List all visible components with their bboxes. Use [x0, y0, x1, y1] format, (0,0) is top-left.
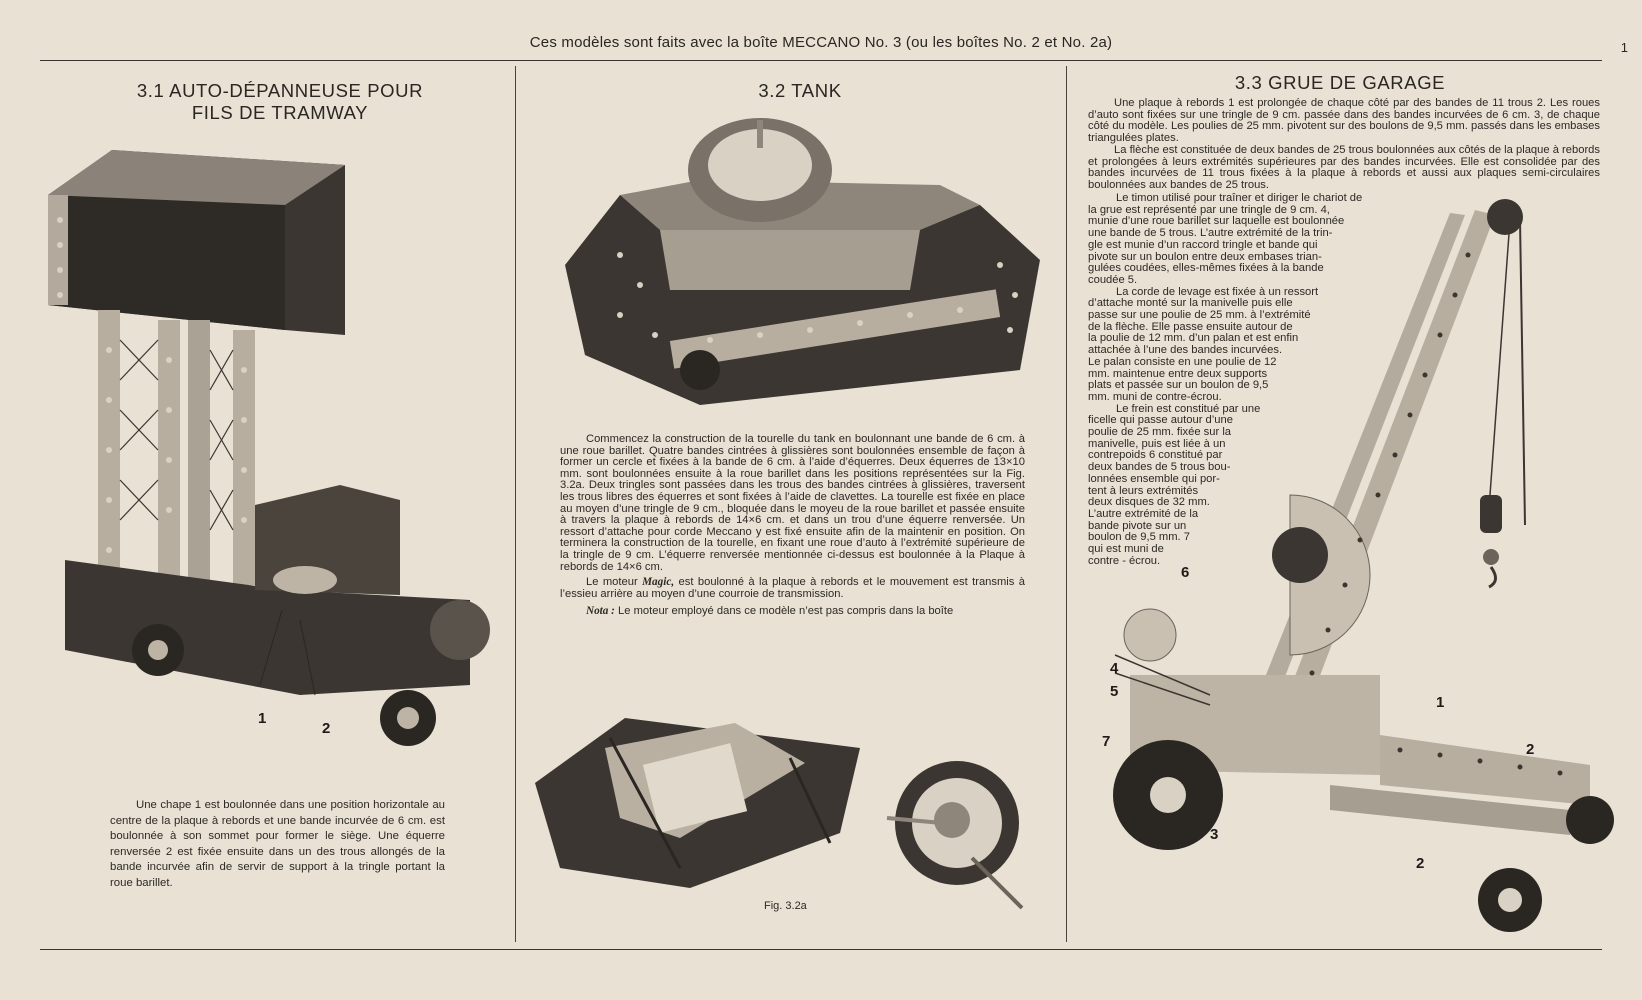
crane-line: la grue est représenté par une tringle d… [1088, 203, 1330, 216]
header-rule [40, 60, 1602, 61]
crane-line: d’attache monté sur la manivelle puis el… [1088, 297, 1293, 310]
tow-truck-illustration [48, 150, 490, 746]
crane-line: L’autre extrémité de la [1088, 507, 1199, 520]
crane-line: la poulie de 12 mm. d’un palan et est en… [1088, 332, 1299, 345]
section-3-3-text-column: Le timon utilisé pour traîner et diriger… [1088, 192, 1388, 568]
crane-line: ficelle qui passe autour d’une [1088, 414, 1233, 427]
crane-line: plats et passée sur un boulon de 9,5 [1088, 379, 1269, 392]
crane-line: coudée 5. [1088, 273, 1138, 286]
tank-motor-paragraph: Le moteur Magic, est boulonné à la plaqu… [560, 576, 1026, 600]
crane-photo [1100, 195, 1620, 940]
crane-line: Le palan consiste en une poulie de 12 [1088, 355, 1277, 368]
crane-line: bande pivote sur un [1088, 519, 1187, 532]
section-3-1-title-line1: 3.1 AUTO-DÉPANNEUSE POUR [136, 80, 424, 101]
section-3-1-title-line2: FILS DE TRAMWAY [191, 102, 369, 123]
crane-line: mm. muni de contre-écrou. [1088, 390, 1222, 403]
crane-callout-boulon: 7 [1102, 733, 1111, 750]
tank-motor-rest: est boulonné à la plaque à rebords et le… [560, 576, 1026, 600]
column-divider-left [515, 66, 516, 942]
crane-line: attachée à l’une des bandes incurvées. [1088, 344, 1283, 357]
crane-line: gle est munie d’un raccord tringle et ba… [1088, 238, 1318, 251]
crane-line: mm. maintenue entre deux supports [1088, 367, 1268, 380]
section-3-1-title: 3.1 AUTO-DÉPANNEUSE POUR FILS DE TRAMWAY [100, 80, 460, 124]
nota-text: Le moteur employé dans ce modèle n’est p… [618, 605, 954, 618]
tank-underside-photo [530, 668, 870, 893]
tank-photo [560, 115, 1050, 415]
crane-callout-contrepoids: 6 [1181, 564, 1190, 581]
crane-callout-bandes-11-trous: 2 [1526, 741, 1535, 758]
crane-line: boulon de 9,5 mm. 7 [1088, 531, 1190, 544]
crane-line: lonnées ensemble qui por- [1088, 472, 1220, 485]
callout-equerre: 2 [322, 720, 331, 737]
callout-chape: 1 [258, 710, 267, 727]
crane-line: qui est muni de [1088, 543, 1164, 556]
tank-motor-name: Magic, [642, 576, 675, 589]
crane-line: pivote sur un boulon entre deux embases … [1088, 250, 1322, 263]
section-3-1-text: Une chape 1 est boulonnée dans une posit… [110, 798, 445, 891]
crane-line: deux bandes de 5 trous bou- [1088, 461, 1231, 474]
crane-paragraph-1: Une plaque à rebords 1 est prolongée de … [1088, 97, 1600, 145]
figure-caption: Fig. 3.2a [764, 900, 807, 912]
section-3-3-text-wide: Une plaque à rebords 1 est prolongée de … [1088, 97, 1600, 192]
crane-line: contrepoids 6 constitué par [1088, 449, 1223, 462]
turret-detail-illustration [886, 761, 1024, 910]
crane-line: de la flèche. Elle passe ensuite autour … [1088, 320, 1293, 333]
tank-paragraph: Commencez la construction de la tourelle… [560, 433, 1025, 573]
crane-line: passe sur une poulie de 25 mm. à l’extré… [1088, 309, 1311, 322]
page-header: Ces modèles sont faits avec la boîte MEC… [529, 34, 1113, 51]
crane-paragraph-2: La flèche est constituée de deux bandes … [1088, 143, 1600, 191]
nota-label: Nota : [586, 605, 615, 618]
section-3-2-title: 3.2 TANK [758, 80, 842, 101]
crane-line: contre - écrou. [1088, 554, 1161, 567]
crane-line: Le timon utilisé pour traîner et diriger… [1116, 192, 1363, 204]
crane-callout-plaque: 1 [1436, 694, 1445, 711]
crane-line: munie d’une roue barillet sur laquelle e… [1088, 215, 1345, 228]
crane-line: tent à leurs extrémités [1088, 484, 1199, 497]
tank-underside-illustration [535, 718, 860, 888]
crane-callout-bandes-incurvees: 3 [1210, 826, 1219, 843]
crane-callout-bandes-11-trous-2: 2 [1416, 855, 1425, 872]
crane-illustration [1113, 199, 1614, 932]
crane-line: manivelle, puis est liée à un [1088, 437, 1226, 450]
tow-truck-photo [40, 150, 500, 785]
crane-line: une bande de 5 trous. L’autre extrémité … [1088, 227, 1333, 240]
crane-line: deux disques de 32 mm. [1088, 496, 1210, 509]
crane-line: Le frein est constitué par une [1116, 402, 1261, 415]
section-3-1-paragraph: Une chape 1 est boulonnée dans une posit… [110, 799, 445, 889]
turret-detail-photo [882, 748, 1032, 913]
tank-motor-prefix: Le moteur [586, 576, 638, 589]
section-3-2-text: Commencez la construction de la tourelle… [560, 433, 1026, 618]
crane-line: La corde de levage est fixée à un ressor… [1116, 285, 1319, 298]
crane-line: poulie de 25 mm. fixée sur la [1088, 426, 1232, 439]
tank-illustration [565, 118, 1040, 405]
section-3-3-title: 3.3 GRUE DE GARAGE [1234, 72, 1446, 93]
column-divider-right [1066, 66, 1067, 942]
crane-callout-tringle: 4 [1110, 660, 1119, 677]
crane-callout-bande-coudee: 5 [1110, 683, 1119, 700]
page-number: 1 [1620, 40, 1628, 55]
tank-nota: Nota : Le moteur employé dans ce modèle … [560, 606, 1025, 618]
footer-rule [40, 949, 1602, 950]
crane-line: gulées coudées, elles-mêmes fixées à la … [1088, 262, 1324, 275]
